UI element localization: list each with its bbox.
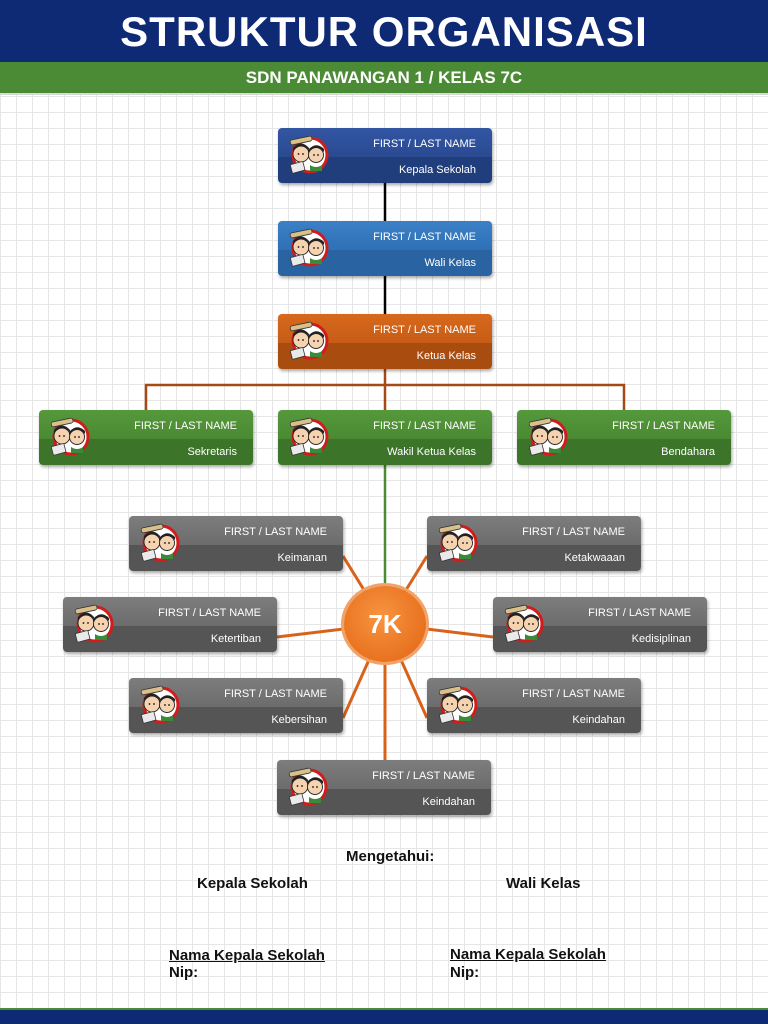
footer-accent (0, 1008, 768, 1011)
node-role: Wali Kelas (424, 257, 476, 269)
node-role: Kedisiplinan (631, 633, 691, 645)
left-nip-label: Nip: (169, 964, 199, 981)
avatar-icon (527, 417, 568, 457)
avatar-icon (437, 523, 478, 563)
node-name: FIRST / LAST NAME (612, 420, 715, 432)
avatar-icon (288, 228, 329, 268)
node-role: Wakil Ketua Kelas (387, 446, 476, 458)
right-signer-name: Nama Kepala Sekolah (450, 946, 606, 963)
footer-bar (0, 1010, 768, 1024)
node-role: Sekretaris (187, 446, 237, 458)
left-signer-title: Kepala Sekolah (197, 875, 308, 892)
node-name: FIRST / LAST NAME (372, 770, 475, 782)
avatar-icon (288, 135, 329, 175)
org-node-ketertiban: FIRST / LAST NAME Ketertiban (63, 597, 277, 652)
org-node-keindahan-bottom: FIRST / LAST NAME Keindahan (277, 760, 491, 815)
avatar-icon (139, 685, 180, 725)
right-signer-title: Wali Kelas (506, 875, 581, 892)
avatar-icon (288, 321, 329, 361)
avatar-icon (437, 685, 478, 725)
right-nip-label: Nip: (450, 964, 480, 981)
node-role: Ketakwaaan (564, 552, 625, 564)
avatar-icon (49, 417, 90, 457)
node-name: FIRST / LAST NAME (134, 420, 237, 432)
hub-circle: 7K (344, 586, 426, 662)
avatar-icon (503, 604, 544, 644)
org-node-kepala-sekolah: FIRST / LAST NAME Kepala Sekolah (278, 128, 492, 183)
org-node-keindahan-right: FIRST / LAST NAME Keindahan (427, 678, 641, 733)
node-role: Ketertiban (210, 633, 261, 645)
node-role: Bendahara (661, 446, 715, 458)
node-name: FIRST / LAST NAME (522, 688, 625, 700)
mengetahui-label: Mengetahui: (346, 848, 435, 865)
page-title: STRUKTUR ORGANISASI (0, 0, 768, 62)
page-subtitle: SDN PANAWANGAN 1 / KELAS 7C (0, 62, 768, 93)
org-node-keimanan: FIRST / LAST NAME Keimanan (129, 516, 343, 571)
left-signer-name: Nama Kepala Sekolah (169, 947, 325, 964)
node-name: FIRST / LAST NAME (373, 324, 476, 336)
node-name: FIRST / LAST NAME (522, 526, 625, 538)
org-node-wali-kelas: FIRST / LAST NAME Wali Kelas (278, 221, 492, 276)
org-node-sekretaris: FIRST / LAST NAME Sekretaris (39, 410, 253, 465)
node-role: Kepala Sekolah (398, 164, 476, 176)
node-name: FIRST / LAST NAME (158, 607, 261, 619)
avatar-icon (288, 417, 329, 457)
node-name: FIRST / LAST NAME (224, 526, 327, 538)
node-name: FIRST / LAST NAME (588, 607, 691, 619)
node-role: Keindahan (422, 796, 475, 808)
avatar-icon (139, 523, 180, 563)
node-role: Kebersihan (271, 714, 327, 726)
avatar-icon (73, 604, 114, 644)
avatar-icon (287, 767, 328, 807)
node-role: Keimanan (277, 552, 327, 564)
org-node-kebersihan: FIRST / LAST NAME Kebersihan (129, 678, 343, 733)
node-name: FIRST / LAST NAME (373, 420, 476, 432)
node-role: Ketua Kelas (416, 350, 476, 362)
connector-ketua-branch (144, 369, 626, 410)
divider (0, 93, 768, 95)
node-name: FIRST / LAST NAME (373, 138, 476, 150)
org-node-ketakwaan: FIRST / LAST NAME Ketakwaaan (427, 516, 641, 571)
node-name: FIRST / LAST NAME (224, 688, 327, 700)
org-node-bendahara: FIRST / LAST NAME Bendahara (517, 410, 731, 465)
node-role: Keindahan (572, 714, 625, 726)
node-name: FIRST / LAST NAME (373, 231, 476, 243)
org-node-kedisiplinan: FIRST / LAST NAME Kedisiplinan (493, 597, 707, 652)
org-node-ketua-kelas: FIRST / LAST NAME Ketua Kelas (278, 314, 492, 369)
org-node-wakil-ketua-kelas: FIRST / LAST NAME Wakil Ketua Kelas (278, 410, 492, 465)
